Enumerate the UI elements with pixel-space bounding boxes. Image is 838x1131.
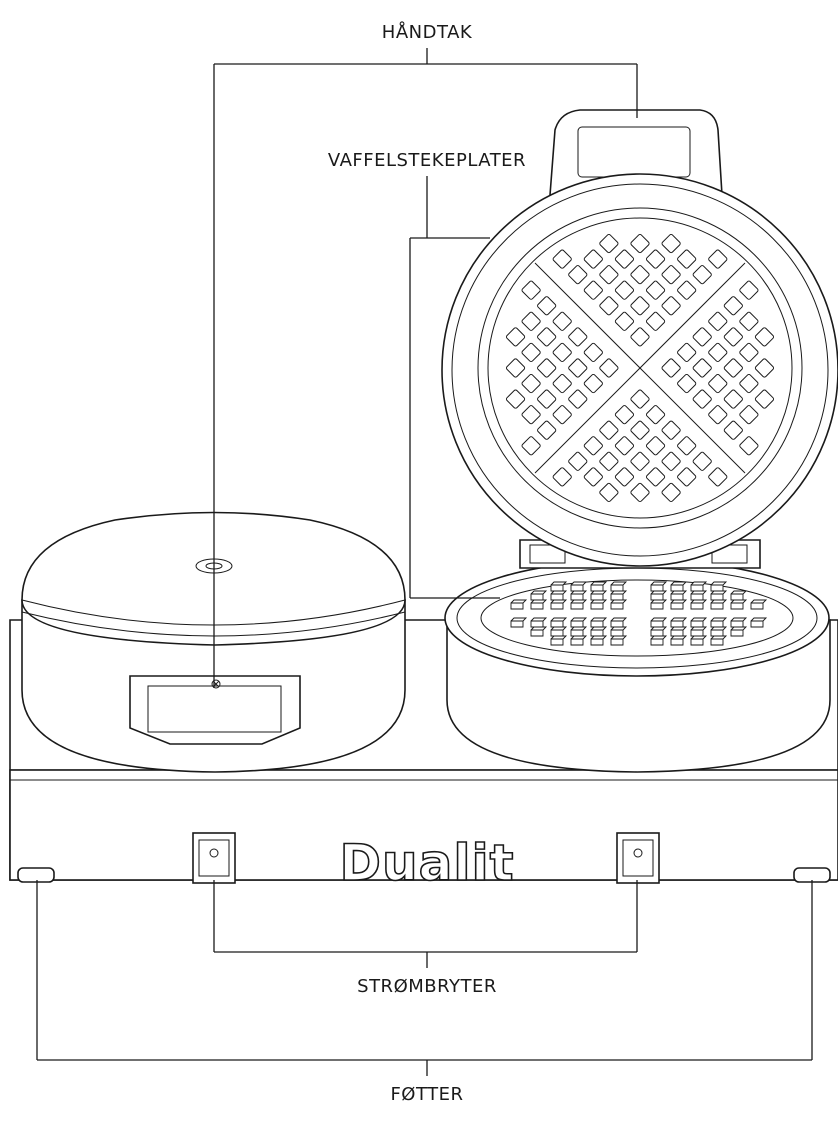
callout-lines	[36, 48, 813, 1076]
upper-waffle-plate	[505, 233, 775, 503]
label-power-switch: STRØMBRYTER	[357, 976, 497, 997]
label-handles: HÅNDTAK	[382, 21, 473, 43]
right-power-switch	[616, 832, 660, 884]
brand-logo: Dualit	[339, 834, 514, 892]
lower-waffle-plate	[510, 581, 768, 646]
right-waffle-unit-open	[441, 109, 838, 773]
right-foot	[793, 867, 831, 883]
left-power-switch	[192, 832, 236, 884]
label-waffle-plates: VAFFELSTEKEPLATER	[328, 150, 526, 171]
left-foot	[17, 867, 55, 883]
label-feet: FØTTER	[390, 1084, 463, 1105]
